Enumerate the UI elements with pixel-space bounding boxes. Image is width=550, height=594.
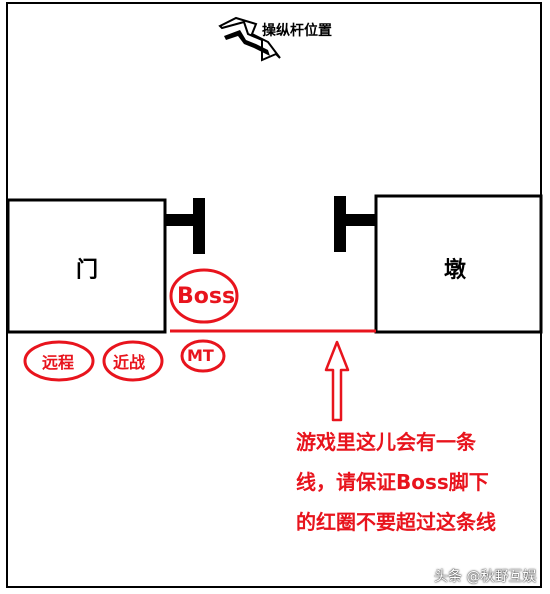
lever-position-label: 操纵杆位置 bbox=[262, 23, 332, 39]
ranged-circle bbox=[23, 340, 95, 382]
melee-circle bbox=[102, 340, 164, 382]
pillar-label: 墩 bbox=[444, 258, 467, 283]
note-line-2: 线，请保证Boss脚下 bbox=[296, 470, 489, 494]
up-arrow-icon bbox=[324, 340, 350, 422]
mt-circle bbox=[180, 339, 226, 373]
right-bracket bbox=[334, 196, 376, 252]
door-block bbox=[6, 198, 167, 334]
melee-label: 近战 bbox=[113, 353, 146, 372]
boss-label: Boss bbox=[177, 284, 236, 309]
door-label: 门 bbox=[76, 258, 99, 283]
boss-circle bbox=[169, 268, 239, 324]
pillar-block bbox=[374, 194, 543, 334]
mt-label: MT bbox=[187, 346, 214, 365]
note-line-1: 游戏里这儿会有一条 bbox=[296, 430, 476, 454]
note-line-3: 的红圈不要超过这条线 bbox=[296, 510, 496, 534]
ranged-label: 远程 bbox=[42, 353, 75, 372]
watermark-text: 头条 @秋野互娱 bbox=[434, 569, 537, 585]
lightning-bolt-icon bbox=[218, 16, 281, 62]
left-bracket bbox=[166, 198, 205, 254]
